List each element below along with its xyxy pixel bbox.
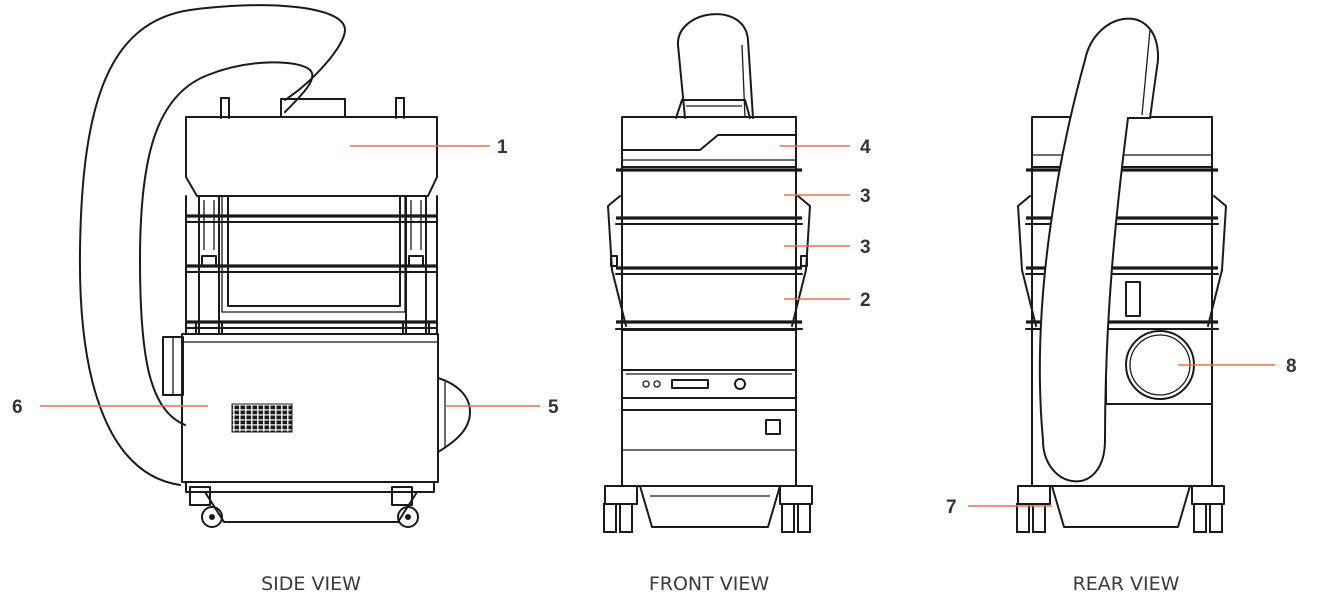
front-base-cabinet xyxy=(621,329,797,487)
side-top-hood xyxy=(185,116,438,197)
view-titles: SIDE VIEW FRONT VIEW REAR VIEW xyxy=(261,573,1179,595)
rear-view-title: REAR VIEW xyxy=(1073,573,1180,595)
callout-number-8: 8 xyxy=(1286,356,1297,377)
callout-number-5: 5 xyxy=(548,397,559,418)
front-caster-wheels xyxy=(603,485,813,533)
rear-caster-wheels xyxy=(1016,485,1225,533)
front-power-switch xyxy=(765,419,781,435)
side-top-handles xyxy=(220,97,405,119)
callout-numbers: 1 4 3 3 2 6 5 8 7 xyxy=(12,137,1297,518)
side-view-drawing xyxy=(78,4,471,528)
callout-number-4: 4 xyxy=(860,137,871,158)
callout-number-6: 6 xyxy=(12,397,23,418)
callout-leaders xyxy=(40,145,1275,507)
front-top-hood xyxy=(621,116,797,168)
side-exhaust-outlet xyxy=(437,377,471,453)
side-vent-grille xyxy=(231,403,293,433)
callout-number-1: 1 xyxy=(497,137,508,158)
front-control-knob xyxy=(734,378,746,390)
front-dust-tray xyxy=(639,485,781,528)
side-view-title: SIDE VIEW xyxy=(261,573,361,595)
callout-number-3-lower: 3 xyxy=(860,237,871,258)
callout-number-2: 2 xyxy=(860,290,871,311)
front-view-drawing xyxy=(603,13,813,533)
front-view-title: FRONT VIEW xyxy=(649,573,770,595)
front-filter-stack xyxy=(607,166,811,331)
front-display-panel xyxy=(671,379,709,389)
callout-number-7: 7 xyxy=(946,497,957,518)
side-caster-wheels xyxy=(189,486,419,528)
side-hose xyxy=(78,4,346,486)
rear-hose xyxy=(1038,17,1160,483)
callout-number-3-upper: 3 xyxy=(860,186,871,207)
rear-dust-tray xyxy=(1051,485,1191,528)
side-filter-stack xyxy=(185,195,438,335)
front-top-handle xyxy=(675,99,751,119)
side-hose-collar xyxy=(280,98,346,118)
front-hose xyxy=(676,13,754,119)
rear-view-drawing xyxy=(1016,17,1227,533)
